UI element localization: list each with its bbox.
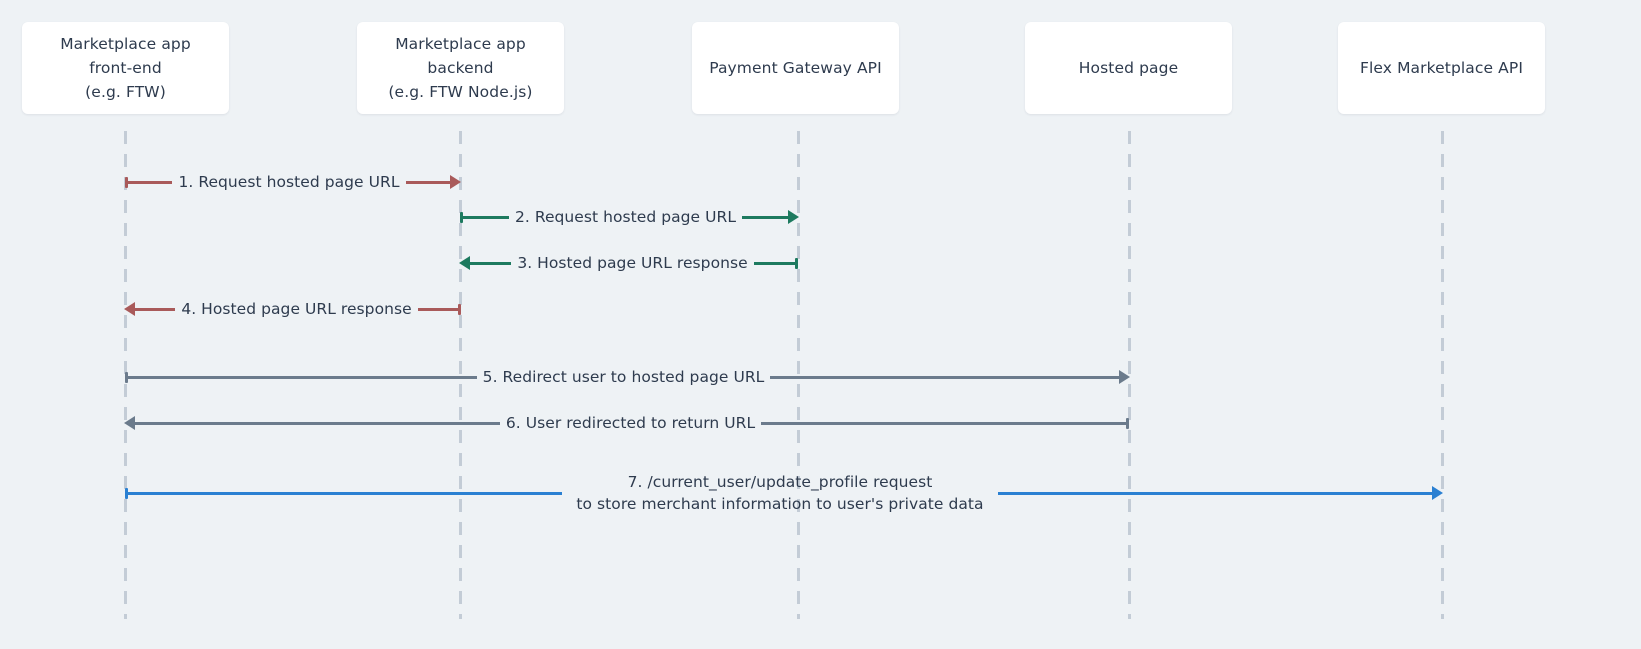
message-5-line-left bbox=[128, 375, 477, 379]
lifeline-backend bbox=[459, 131, 462, 619]
message-6-arrowhead bbox=[124, 416, 135, 430]
participant-label-frontend: Marketplace app front-end (e.g. FTW) bbox=[60, 34, 191, 101]
message-5-arrowhead bbox=[1119, 370, 1131, 384]
message-7-line-left bbox=[128, 491, 563, 495]
message-3-arrowhead bbox=[459, 256, 470, 270]
participant-label-hosted-page: Hosted page bbox=[1078, 58, 1179, 77]
message-1-tail bbox=[125, 176, 128, 188]
lifeline-gateway bbox=[797, 131, 800, 619]
message-5-line-right bbox=[770, 375, 1120, 379]
message-6-tail bbox=[1126, 417, 1129, 429]
message-1-line-right bbox=[405, 180, 450, 184]
message-2-tail bbox=[460, 211, 463, 223]
message-3-line-left bbox=[470, 261, 512, 265]
message-2-line-left bbox=[463, 215, 509, 219]
message-5-label: 5. Redirect user to hosted page URL bbox=[482, 367, 765, 386]
message-4-arrowhead bbox=[124, 302, 135, 316]
participant-box-flex-api: Flex Marketplace API bbox=[1338, 22, 1545, 114]
message-4-label: 4. Hosted page URL response bbox=[181, 299, 412, 318]
message-6-label: 6. User redirected to return URL bbox=[505, 413, 756, 432]
message-3-tail bbox=[795, 257, 799, 269]
message-5-tail bbox=[125, 371, 128, 383]
message-6-line-right bbox=[761, 421, 1126, 425]
participant-box-hosted-page: Hosted page bbox=[1025, 22, 1232, 114]
message-6-line-left bbox=[135, 421, 500, 425]
participant-label-flex-api: Flex Marketplace API bbox=[1359, 58, 1524, 77]
message-1-arrowhead bbox=[450, 175, 461, 189]
message-3-label: 3. Hosted page URL response bbox=[517, 253, 748, 272]
message-7-line-right bbox=[997, 491, 1432, 495]
message-2-arrowhead bbox=[788, 210, 799, 224]
message-7-arrowhead bbox=[1432, 486, 1443, 500]
message-7-label: 7. /current_user/update_profile request … bbox=[576, 472, 984, 513]
message-1-label: 1. Request hosted page URL bbox=[178, 172, 400, 191]
message-2-label: 2. Request hosted page URL bbox=[514, 207, 737, 226]
participant-label-backend: Marketplace app backend (e.g. FTW Node.j… bbox=[388, 34, 533, 101]
message-4-line-left bbox=[135, 307, 176, 311]
message-1-line-left bbox=[128, 180, 173, 184]
message-4-line-right bbox=[417, 307, 459, 311]
message-3-line-right bbox=[753, 261, 796, 265]
participant-box-backend: Marketplace app backend (e.g. FTW Node.j… bbox=[357, 22, 564, 114]
message-4-tail bbox=[458, 303, 462, 315]
participant-box-frontend: Marketplace app front-end (e.g. FTW) bbox=[22, 22, 229, 114]
message-2-line-right bbox=[742, 215, 788, 219]
participant-label-gateway: Payment Gateway API bbox=[709, 58, 882, 77]
participant-box-gateway: Payment Gateway API bbox=[692, 22, 899, 114]
message-7-tail bbox=[125, 487, 128, 499]
lifeline-flex-api bbox=[1441, 131, 1444, 619]
